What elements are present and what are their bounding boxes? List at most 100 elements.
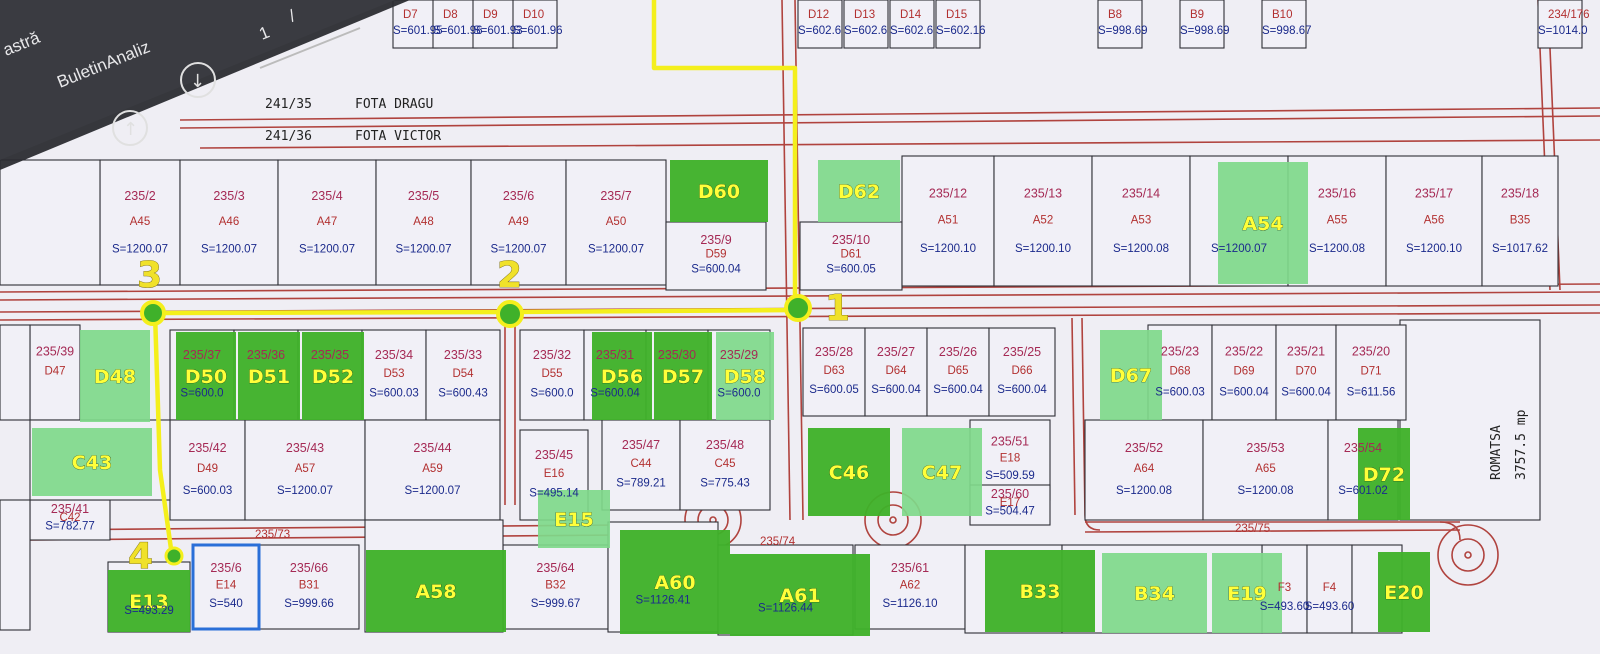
highlighted-parcel[interactable] bbox=[176, 332, 236, 420]
top-parcel[interactable] bbox=[1537, 0, 1583, 49]
parcel[interactable] bbox=[364, 419, 501, 521]
parcel[interactable] bbox=[244, 419, 366, 521]
parcel-id: D63 bbox=[823, 365, 844, 377]
parcel[interactable] bbox=[470, 159, 567, 286]
parcel[interactable] bbox=[1306, 544, 1353, 634]
parcel[interactable] bbox=[1335, 324, 1407, 421]
highlighted-parcel[interactable] bbox=[1378, 552, 1430, 632]
parcel-id: D54 bbox=[452, 368, 474, 380]
next-page-button[interactable] bbox=[180, 62, 216, 98]
route-point-1-marker[interactable] bbox=[784, 294, 812, 322]
parcel[interactable] bbox=[425, 329, 501, 421]
top-parcel[interactable] bbox=[432, 0, 478, 49]
parcel[interactable] bbox=[601, 419, 681, 511]
highlighted-parcel[interactable] bbox=[1102, 553, 1207, 633]
top-parcel-area: S=601.96 bbox=[513, 25, 563, 37]
parcel[interactable] bbox=[179, 159, 279, 286]
highlighted-parcel[interactable] bbox=[538, 490, 610, 548]
highlighted-parcel[interactable] bbox=[902, 428, 982, 516]
highlighted-parcel[interactable] bbox=[654, 332, 712, 420]
parcel[interactable] bbox=[1091, 155, 1191, 287]
parcel[interactable] bbox=[665, 221, 767, 291]
highlighted-parcel[interactable] bbox=[1358, 428, 1410, 520]
parcel[interactable] bbox=[169, 419, 246, 521]
top-parcel[interactable] bbox=[843, 0, 889, 49]
parcel-number: 235/54 bbox=[1344, 441, 1382, 455]
parcel[interactable] bbox=[192, 544, 260, 630]
highlighted-parcel[interactable] bbox=[670, 160, 768, 222]
parcel[interactable] bbox=[802, 327, 866, 417]
parcel-number: 235/36 bbox=[247, 348, 285, 362]
parcel[interactable] bbox=[1481, 155, 1559, 287]
parcel-number: 235/3 bbox=[213, 189, 244, 203]
highlighted-parcel[interactable] bbox=[818, 160, 900, 222]
top-parcel[interactable] bbox=[1261, 0, 1307, 49]
top-parcel-area: S=601.93 bbox=[473, 25, 523, 37]
top-parcel[interactable] bbox=[797, 0, 843, 49]
route-point-3-marker[interactable] bbox=[140, 300, 166, 326]
parcel[interactable] bbox=[1275, 324, 1337, 421]
highlighted-parcel[interactable] bbox=[366, 550, 506, 632]
parcel-area: S=1017.62 bbox=[1492, 243, 1548, 255]
highlighted-parcel[interactable] bbox=[592, 332, 652, 420]
parcel[interactable] bbox=[926, 327, 990, 417]
parcel[interactable] bbox=[258, 544, 360, 630]
highlighted-parcel[interactable] bbox=[808, 428, 890, 516]
top-parcel[interactable] bbox=[472, 0, 518, 49]
parcel[interactable] bbox=[519, 329, 585, 421]
selected-parcel-outline[interactable] bbox=[191, 543, 261, 631]
highlighted-parcel[interactable] bbox=[1212, 553, 1282, 633]
highlighted-parcel[interactable] bbox=[108, 570, 190, 632]
parcel[interactable] bbox=[0, 499, 31, 631]
parcel[interactable] bbox=[864, 327, 928, 417]
top-parcel[interactable] bbox=[392, 0, 438, 49]
parcel-id: A64 bbox=[1134, 463, 1155, 475]
route-point-2-marker[interactable] bbox=[496, 300, 524, 328]
highlighted-parcel[interactable] bbox=[1100, 330, 1162, 420]
parcel[interactable] bbox=[969, 484, 1051, 526]
highlighted-parcel[interactable] bbox=[620, 530, 730, 634]
prev-page-button[interactable] bbox=[112, 110, 148, 146]
parcel-code-label: C47 bbox=[922, 462, 962, 484]
top-parcel[interactable] bbox=[1097, 0, 1143, 49]
parcel[interactable] bbox=[0, 159, 101, 286]
top-parcel-id: D9 bbox=[483, 9, 498, 21]
highlighted-parcel[interactable] bbox=[1218, 162, 1308, 284]
parcel[interactable] bbox=[375, 159, 472, 286]
parcel[interactable] bbox=[502, 544, 609, 630]
parcel[interactable] bbox=[0, 324, 31, 421]
top-parcel[interactable] bbox=[889, 0, 935, 49]
parcel[interactable] bbox=[29, 324, 81, 421]
route-point-4-marker[interactable] bbox=[164, 546, 184, 566]
parcel[interactable] bbox=[993, 155, 1093, 287]
parcel[interactable] bbox=[854, 544, 966, 630]
parcel-number: 235/17 bbox=[1415, 187, 1453, 201]
highlighted-parcel[interactable] bbox=[985, 550, 1095, 632]
parcel-area: S=1200.10 bbox=[920, 243, 976, 255]
top-parcel[interactable] bbox=[935, 0, 981, 49]
top-parcel-id: D14 bbox=[900, 9, 922, 21]
highlighted-parcel[interactable] bbox=[716, 332, 774, 420]
parcel-code-label: A54 bbox=[1242, 213, 1283, 235]
top-parcel-id: D15 bbox=[946, 9, 967, 21]
owner-id-1: 241/35 bbox=[265, 97, 312, 112]
parcel[interactable] bbox=[988, 327, 1056, 417]
parcel-id: A52 bbox=[1033, 215, 1053, 227]
highlighted-parcel[interactable] bbox=[80, 330, 150, 422]
parcel[interactable] bbox=[277, 159, 377, 286]
parcel[interactable] bbox=[1385, 155, 1483, 287]
highlighted-parcel[interactable] bbox=[238, 332, 300, 420]
parcel[interactable] bbox=[1202, 419, 1329, 521]
parcel-area: S=775.43 bbox=[700, 478, 750, 490]
parcel[interactable] bbox=[1211, 324, 1277, 421]
parcel[interactable] bbox=[1084, 419, 1204, 521]
highlighted-parcel[interactable] bbox=[730, 554, 870, 636]
top-parcel[interactable] bbox=[1179, 0, 1225, 49]
parcel[interactable] bbox=[99, 159, 181, 286]
parcel[interactable] bbox=[565, 159, 667, 286]
top-parcel[interactable] bbox=[512, 0, 558, 49]
highlighted-parcel[interactable] bbox=[32, 428, 152, 496]
highlighted-parcel[interactable] bbox=[302, 332, 364, 420]
parcel[interactable] bbox=[1399, 319, 1541, 521]
parcel-id: D61 bbox=[840, 248, 861, 260]
